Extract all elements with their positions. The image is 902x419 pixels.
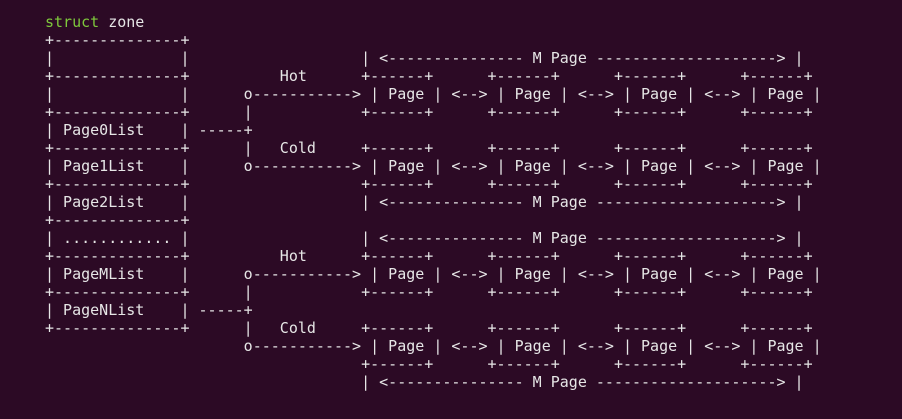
hot-label-row-1: +--------------+ Hot +------+ +------+ +… [45,67,813,85]
zone-box-border: +--------------+ [45,211,190,229]
hot-page-chain-2: | PageMList | o-----------> | Page | <--… [45,265,822,283]
cold-label-row-1: +--------------+ | Cold +------+ +------… [45,139,813,157]
ellipsis-row: | ............ | | <--------------- M Pa… [45,229,804,247]
m-page-span-4: | <--------------- M Page --------------… [45,373,804,391]
page-row-border-2: +--------------+ +------+ +------+ +----… [45,175,813,193]
page-row-border-1: +--------------+ | +------+ +------+ +--… [45,103,813,121]
pagenlist-row: | PageNList | -----+ [45,301,253,319]
zone-box-top-border: +--------------+ [45,31,190,49]
page0list-row: | Page0List | -----+ [45,121,253,139]
struct-name: zone [99,13,145,31]
cold-label-row-2: +--------------+ | Cold +------+ +------… [45,319,813,337]
m-page-span-1: | | | <--------------- M Page ----------… [45,49,804,67]
hot-label-row-2: +--------------+ Hot +------+ +------+ +… [45,247,813,265]
page2list-row: | Page2List | | <--------------- M Page … [45,193,804,211]
struct-keyword: struct [45,13,100,31]
page-row-border-4: +------+ +------+ +------+ +------+ [45,355,813,373]
struct-header: struct zone [45,13,895,31]
page-row-border-3: +--------------+ | +------+ +------+ +--… [45,283,813,301]
terminal-output: struct zone +--------------+ | | | <----… [45,13,895,413]
hot-page-chain-1: | | o-----------> | Page | <--> | Page |… [45,85,822,103]
cold-page-chain-1: | Page1List | o-----------> | Page | <--… [45,157,822,175]
cold-page-chain-2: o-----------> | Page | <--> | Page | <--… [45,337,822,355]
